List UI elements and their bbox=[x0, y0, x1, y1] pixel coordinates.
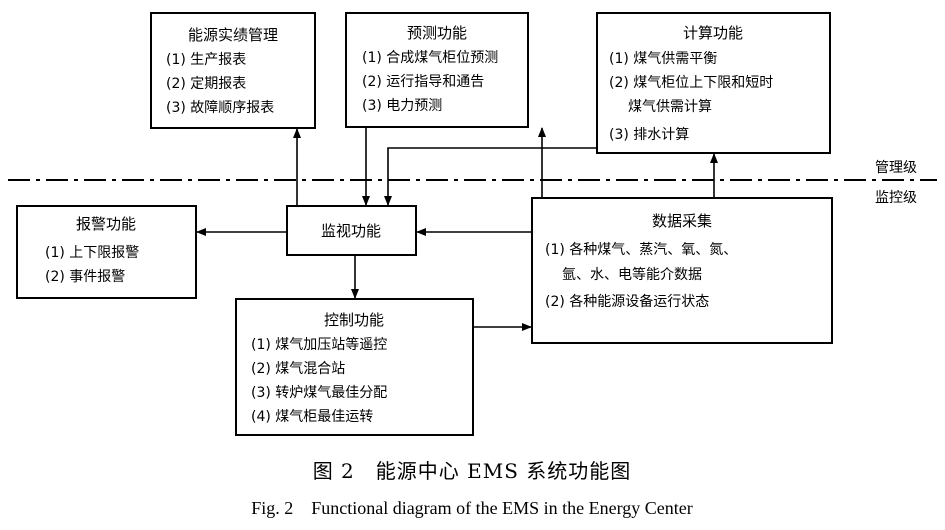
box-item: (3) 排水计算 bbox=[609, 127, 689, 143]
box-item: (4) 煤气柜最佳运转 bbox=[251, 409, 373, 425]
box-item: (2) 事件报警 bbox=[45, 269, 125, 285]
box-title: 预测功能 bbox=[407, 24, 467, 42]
box-item: (2) 定期报表 bbox=[166, 76, 246, 92]
connectors bbox=[196, 127, 718, 331]
box-item: (3) 转炉煤气最佳分配 bbox=[251, 385, 387, 401]
box-item: (1) 各种煤气、蒸汽、氧、氮、 bbox=[545, 242, 737, 258]
box-item: (3) 电力预测 bbox=[362, 98, 442, 114]
box-title: 能源实绩管理 bbox=[188, 26, 278, 44]
arrow-calc-to-monitor bbox=[384, 147, 597, 206]
box-item: (1) 上下限报警 bbox=[45, 245, 139, 261]
box-title: 控制功能 bbox=[324, 311, 384, 329]
box-item: (1) 生产报表 bbox=[166, 52, 246, 68]
box-data-acquisition: 数据采集 (1) 各种煤气、蒸汽、氧、氮、 氩、水、电等能介数据 (2) 各种能… bbox=[531, 197, 833, 344]
box-item: (2) 煤气混合站 bbox=[251, 361, 345, 377]
box-item: (3) 故障顺序报表 bbox=[166, 100, 274, 116]
level-label-management: 管理级 bbox=[875, 160, 917, 176]
box-item: (1) 合成煤气柜位预测 bbox=[362, 50, 498, 66]
caption-english: Fig. 2 Functional diagram of the EMS in … bbox=[251, 498, 693, 518]
box-calculation-function: 计算功能 (1) 煤气供需平衡 (2) 煤气柜位上下限和短时 煤气供需计算 (3… bbox=[596, 12, 831, 154]
box-item: (1) 煤气加压站等遥控 bbox=[251, 336, 387, 353]
box-monitor-function: 监视功能 bbox=[286, 205, 417, 256]
box-item: (1) 煤气供需平衡 bbox=[609, 51, 717, 67]
box-control-function: 控制功能 (1) 煤气加压站等遥控 (2) 煤气混合站 (3) 转炉煤气最佳分配… bbox=[235, 298, 474, 436]
box-title: 计算功能 bbox=[683, 24, 743, 42]
box-energy-performance-management: 能源实绩管理 (1) 生产报表 (2) 定期报表 (3) 故障顺序报表 bbox=[150, 12, 316, 129]
box-item: (2) 各种能源设备运行状态 bbox=[545, 293, 709, 310]
box-forecast-function: 预测功能 (1) 合成煤气柜位预测 (2) 运行指导和通告 (3) 电力预测 bbox=[345, 12, 529, 128]
box-title: 报警功能 bbox=[76, 215, 136, 233]
box-alarm-function: 报警功能 (1) 上下限报警 (2) 事件报警 bbox=[16, 205, 197, 299]
box-item: (2) 运行指导和通告 bbox=[362, 74, 484, 90]
level-label-monitoring: 监控级 bbox=[875, 190, 917, 206]
box-title: 监视功能 bbox=[321, 222, 381, 240]
caption-chinese: 图 2 能源中心 EMS 系统功能图 bbox=[313, 459, 632, 483]
box-item: 煤气供需计算 bbox=[628, 99, 712, 115]
box-title: 数据采集 bbox=[652, 212, 712, 230]
box-item: 氩、水、电等能介数据 bbox=[562, 266, 702, 283]
box-item: (2) 煤气柜位上下限和短时 bbox=[609, 75, 773, 91]
